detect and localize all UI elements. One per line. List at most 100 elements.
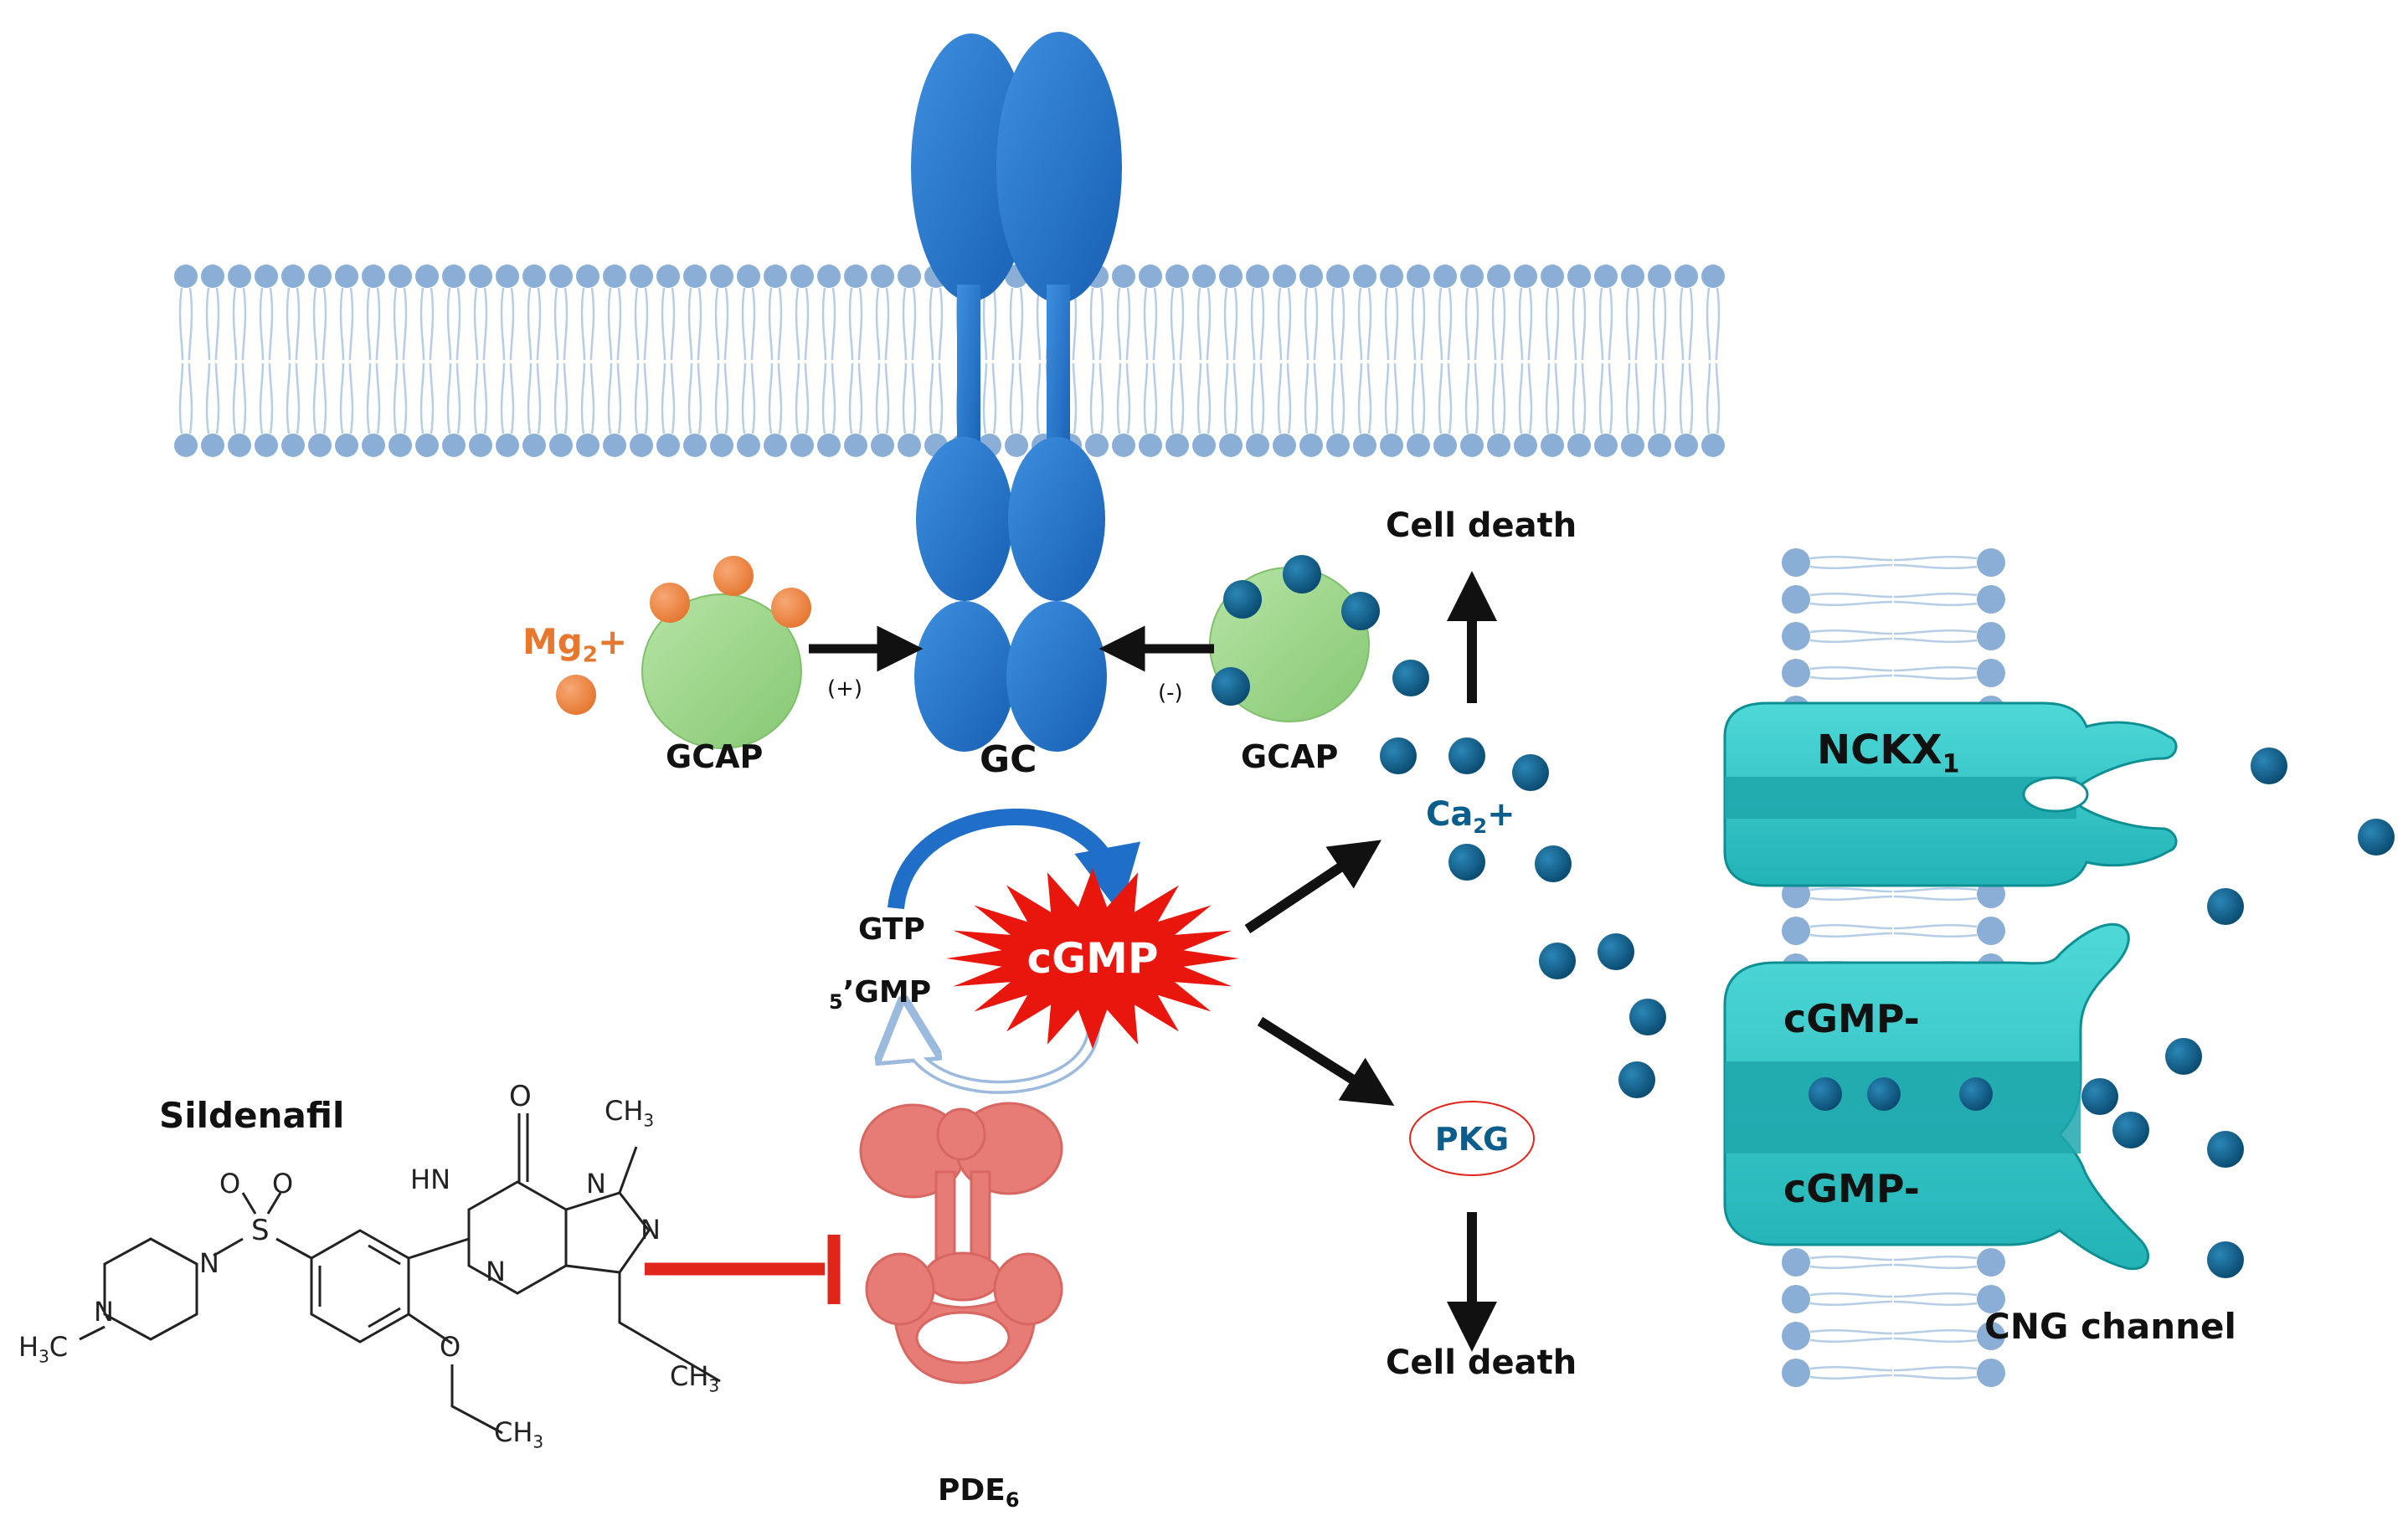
- lipid-head: [1299, 265, 1323, 288]
- lipid-tail: [473, 287, 488, 361]
- lipid-tail: [1809, 1365, 1893, 1380]
- lipid-tail: [312, 362, 327, 434]
- lipid-tail: [500, 287, 515, 361]
- lipid-tail: [1196, 287, 1212, 361]
- lipid-tail: [286, 287, 301, 361]
- lipid-head: [1299, 434, 1323, 457]
- lipid-tail: [1330, 362, 1345, 434]
- lipid-head: [898, 434, 921, 457]
- lipid-tail: [875, 287, 890, 361]
- ca-ion: [1392, 660, 1429, 696]
- lipid-head: [1782, 1248, 1810, 1277]
- lipid-tail: [1223, 362, 1238, 434]
- lipid-head: [1977, 917, 2005, 945]
- lipid-tail: [1250, 287, 1265, 361]
- lipid-tail: [259, 287, 274, 361]
- lipid-head: [388, 265, 412, 288]
- lipid-tail: [1893, 1328, 1978, 1343]
- ch3-propyl-base: CH: [670, 1360, 709, 1392]
- cgmp-label: cGMP: [1026, 934, 1158, 983]
- synthesis-arrow: [888, 809, 1141, 914]
- five-prefix: 5: [829, 990, 843, 1015]
- lipid-tail: [1089, 287, 1104, 361]
- ca-ion: [1867, 1077, 1901, 1111]
- lipid-head: [764, 265, 787, 288]
- nckx-sub: 1: [1942, 749, 1960, 779]
- lipid-tail: [527, 287, 542, 361]
- lipid-tail: [902, 362, 917, 434]
- lipid-head: [442, 434, 466, 457]
- lipid-head: [1782, 585, 1810, 614]
- pkg-label: PKG: [1435, 1121, 1510, 1158]
- mg-ion: [650, 583, 690, 623]
- cng-channel-shape: [1723, 922, 2150, 1271]
- lipid-head: [710, 434, 733, 457]
- ca-base: Ca: [1426, 795, 1474, 834]
- lipid-head: [630, 434, 653, 457]
- lipid-head: [1487, 265, 1510, 288]
- free-calcium-ions: [1380, 660, 2395, 1278]
- arrow-cgmp-to-pkg: [1257, 1016, 1395, 1106]
- ca-ion: [1223, 580, 1262, 619]
- lipid-tail: [1893, 555, 1978, 570]
- lipid-tail: [1491, 287, 1506, 361]
- lipid-tail: [768, 362, 783, 434]
- lipid-tail: [1357, 287, 1372, 361]
- five-gmp-label: 5’GMP: [829, 975, 931, 1014]
- lipid-tail: [446, 287, 461, 361]
- ca-ion: [1959, 1077, 1993, 1111]
- lipid-tail: [687, 287, 702, 361]
- lipid-tail: [634, 362, 649, 434]
- gtp-label: GTP: [858, 912, 925, 947]
- lipid-head: [871, 434, 894, 457]
- lipid-tail: [286, 362, 301, 434]
- lipid-tail: [1572, 362, 1587, 434]
- lipid-head: [1701, 434, 1725, 457]
- gcap-right-protein: [1209, 555, 1380, 722]
- lipid-tail: [902, 287, 917, 361]
- lipid-head: [603, 265, 626, 288]
- lipid-head: [1594, 434, 1618, 457]
- lipid-bilayer-membrane: [174, 265, 1725, 457]
- lipid-tail: [419, 362, 435, 434]
- lipid-head: [764, 434, 787, 457]
- lipid-head: [1782, 917, 1810, 945]
- lipid-tail: [661, 287, 676, 361]
- lipid-tail: [1598, 362, 1613, 434]
- lipid-tail: [1491, 362, 1506, 434]
- cgmp-burst-shape: [946, 868, 1239, 1049]
- pde6-enzyme: [859, 1102, 1063, 1385]
- lipid-tail: [1357, 362, 1372, 434]
- lipid-tail: [1809, 1255, 1893, 1270]
- lipid-tail: [1223, 287, 1238, 361]
- lipid-tail: [661, 362, 676, 434]
- lipid-head: [790, 265, 814, 288]
- lipid-tail: [929, 287, 944, 361]
- cell-death-top-label: Cell death: [1386, 506, 1577, 545]
- channel-calcium-ions: [1809, 1077, 1993, 1111]
- lipid-head: [1219, 434, 1243, 457]
- lipid-head: [576, 265, 599, 288]
- atom-ch3-propyl: CH3: [670, 1360, 719, 1395]
- lipid-head: [549, 265, 573, 288]
- lipid-head: [1326, 434, 1350, 457]
- lipid-head: [335, 434, 358, 457]
- lipid-head: [656, 434, 680, 457]
- ca-ion: [2207, 1131, 2244, 1168]
- lipid-head: [1977, 1285, 2005, 1313]
- atom-hn: HN: [410, 1164, 450, 1195]
- lipid-head: [1139, 434, 1162, 457]
- lipid-tail: [982, 287, 997, 361]
- h3c-sub: 3: [39, 1346, 49, 1367]
- plus-effect-label: (+): [827, 676, 863, 701]
- atom-n-methyl: N: [586, 1168, 606, 1200]
- lipid-head: [710, 265, 733, 288]
- lipid-head: [1407, 434, 1430, 457]
- lipid-tail: [500, 362, 515, 434]
- ca-ion: [1380, 737, 1417, 774]
- lipid-head: [469, 265, 492, 288]
- lipid-tail: [259, 362, 274, 434]
- lipid-tail: [205, 362, 220, 434]
- ca-ion: [2112, 1112, 2149, 1148]
